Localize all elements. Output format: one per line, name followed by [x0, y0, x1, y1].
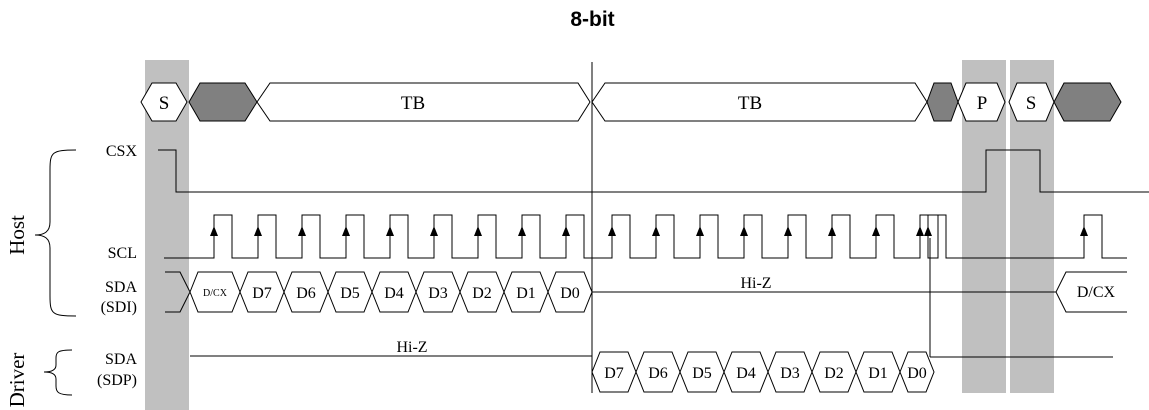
- phase-bus: [140, 82, 1122, 122]
- sdi-bit-label: D5: [340, 285, 360, 302]
- sda-driver-label: SDA: [105, 351, 137, 368]
- rising-edge-arrow: [298, 226, 306, 236]
- tb-phase-2-label: TB: [738, 93, 762, 114]
- rising-edge-arrow: [210, 226, 218, 236]
- sdi-bit-label: D/CX: [203, 288, 228, 299]
- scl-waveform: [164, 214, 1127, 259]
- start-phase-2-label: S: [1026, 93, 1037, 114]
- idle-phase: [926, 82, 959, 122]
- rising-edge-arrow: [430, 226, 438, 236]
- sdp-bit-label: D0: [907, 365, 927, 382]
- rising-edge-arrow: [740, 226, 748, 236]
- sdp-bus: [591, 351, 935, 393]
- rising-edge-arrow: [784, 226, 792, 236]
- sdi-bit-label: D0: [560, 285, 580, 302]
- sdi-next-bus: [1055, 271, 1127, 313]
- rising-edge-arrow: [1080, 226, 1088, 236]
- tb-phase-1-label: TB: [401, 93, 425, 114]
- rising-edge-arrow: [828, 226, 836, 236]
- sda-host-label: SDA: [105, 279, 137, 296]
- sdp-label: (SDP): [97, 372, 137, 389]
- driver-brace: [43, 349, 73, 396]
- start-phase-label: S: [159, 93, 170, 114]
- rising-edge-arrow: [518, 226, 526, 236]
- driver-label: Driver: [5, 353, 29, 408]
- sdp-bit-cell: [899, 351, 935, 393]
- sdi-bit-label: D7: [252, 285, 272, 302]
- stop-phase-label: P: [977, 93, 988, 114]
- rising-edge-arrow: [386, 226, 394, 236]
- rising-edge-arrow: [608, 226, 616, 236]
- rising-edge-arrow: [872, 226, 880, 236]
- sdp-bit-label: D5: [692, 365, 712, 382]
- scl-label: SCL: [108, 245, 137, 262]
- stop-phase: [957, 82, 1006, 122]
- rising-edge-arrow: [474, 226, 482, 236]
- sdi-label: (SDI): [101, 299, 137, 316]
- sdp-bit-label: D1: [868, 365, 888, 382]
- host-brace: [34, 149, 77, 317]
- sdp-bit-label: D2: [824, 365, 844, 382]
- idle-phase: [188, 82, 258, 122]
- start-phase: [140, 82, 188, 122]
- sdi-bit-label: D6: [296, 285, 316, 302]
- sdp-hiz-label: Hi-Z: [396, 339, 427, 356]
- sdi-next-bit: D/CX: [1077, 284, 1116, 301]
- sdp-bit-label: D4: [736, 365, 756, 382]
- rising-edge-arrow: [652, 226, 660, 236]
- sdi-bit-label: D4: [384, 285, 404, 302]
- rising-edge-arrow: [696, 226, 704, 236]
- csx-label: CSX: [106, 143, 138, 160]
- rising-edge-arrow: [562, 226, 570, 236]
- rising-edge-arrow: [254, 226, 262, 236]
- idle-phase: [1053, 82, 1122, 122]
- csx-waveform: [158, 149, 1149, 193]
- sdp-bit-label: D6: [648, 365, 668, 382]
- sdi-bit-label: D2: [472, 285, 492, 302]
- sdp-bit-label: D3: [780, 365, 800, 382]
- rising-edge-arrow: [342, 226, 350, 236]
- rising-edge-arrow: [924, 226, 932, 236]
- tb-phase-1: [256, 82, 591, 122]
- sdp-bit-label: D7: [604, 365, 624, 382]
- sdi-hiz-label: Hi-Z: [740, 275, 771, 292]
- diagram-title: 8-bit: [570, 8, 615, 31]
- sdi-bit-label: D1: [516, 285, 536, 302]
- host-label: Host: [5, 215, 29, 255]
- rising-edge-arrow: [916, 226, 924, 236]
- sdi-bit-label: D3: [428, 285, 448, 302]
- scl-rising-edges: [210, 226, 1088, 236]
